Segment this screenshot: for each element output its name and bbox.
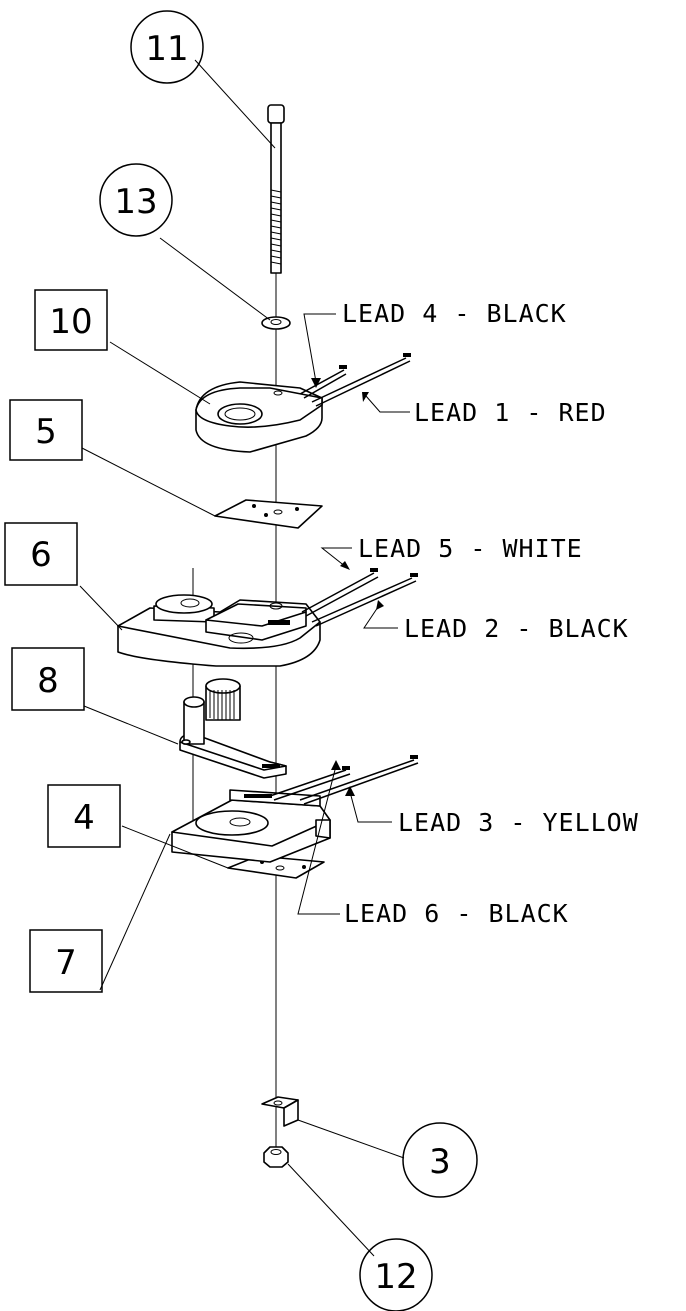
callout-8: 8 [11,647,85,711]
lead-6-label: LEAD 6 - BLACK [344,899,569,928]
lead-2-label: LEAD 2 - BLACK [404,614,629,643]
callout-10: 10 [34,289,108,351]
lead-connectors [297,313,410,915]
svg-text:6: 6 [30,535,52,575]
part-5-plate [214,499,323,529]
part-8-rotor [179,678,287,779]
lead-1-label: LEAD 1 - RED [414,398,607,427]
lead-3-label: LEAD 3 - YELLOW [398,808,639,837]
svg-text:7: 7 [55,943,77,983]
svg-text:12: 12 [374,1257,417,1297]
svg-text:8: 8 [37,661,59,701]
part-12-nut [263,1146,289,1168]
lead-5-label: LEAD 5 - WHITE [358,534,583,563]
part-6-block [117,568,418,667]
svg-text:10: 10 [49,302,92,342]
callout-5: 5 [9,399,83,461]
svg-text:5: 5 [35,412,57,452]
callout-13: 13 [99,163,173,237]
washer-part [261,316,291,330]
leader-lines [79,59,405,1257]
callout-12: 12 [359,1238,433,1311]
lead-4-label: LEAD 4 - BLACK [342,299,567,328]
part-4-plate [227,855,325,879]
callout-3: 3 [402,1122,478,1198]
part-3-bracket [261,1096,299,1127]
svg-text:11: 11 [145,29,188,69]
callout-11: 11 [130,10,204,84]
callout-4: 4 [47,784,121,848]
part-7-base [171,755,419,863]
callout-6: 6 [4,522,78,586]
callout-7: 7 [29,929,103,993]
svg-text:4: 4 [73,798,95,838]
svg-text:3: 3 [429,1142,451,1182]
svg-text:13: 13 [114,182,157,222]
bolt-part [267,104,285,274]
part-10-block [195,353,411,453]
